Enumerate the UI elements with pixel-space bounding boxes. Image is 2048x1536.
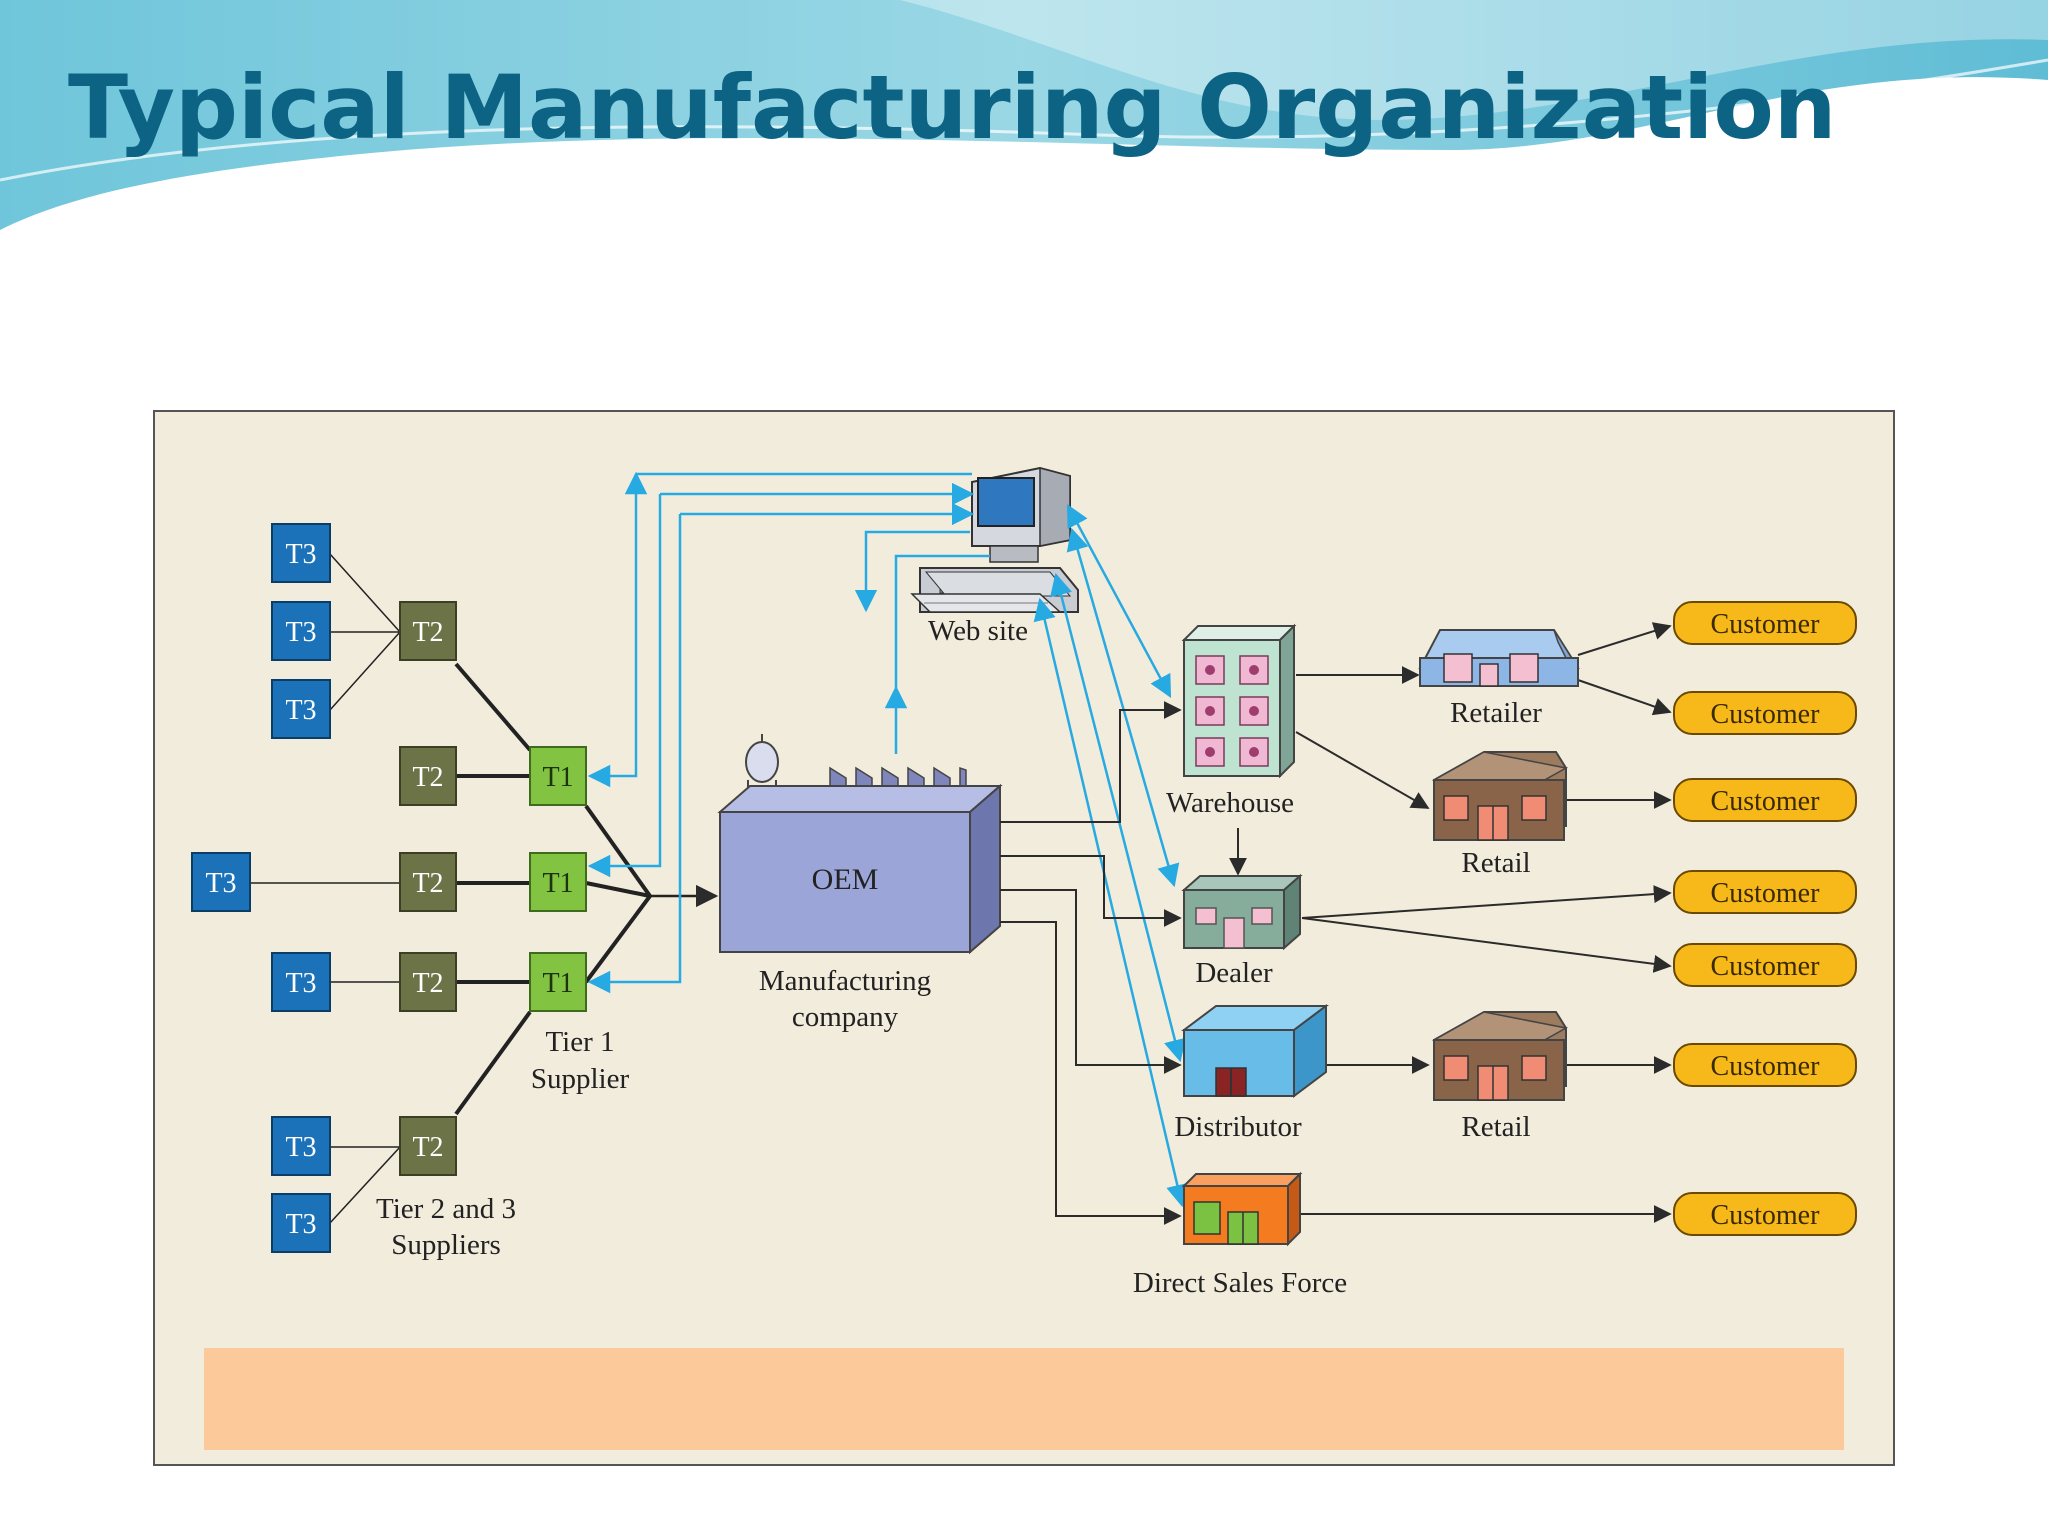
direct-sales-caption: Direct Sales Force: [1133, 1267, 1347, 1299]
customer-badge: Customer: [1673, 601, 1857, 645]
tier1-caption-line2: Supplier: [531, 1063, 630, 1095]
t2-box: T2: [399, 746, 457, 806]
t3-label: T3: [285, 1209, 316, 1240]
customer-label: Customer: [1711, 951, 1821, 982]
oem-caption-line2: company: [792, 1001, 899, 1033]
t1-label: T1: [542, 968, 573, 999]
oem-caption-line1: Manufacturing: [759, 965, 931, 997]
customer-badge: Customer: [1673, 778, 1857, 822]
t3-box: T3: [271, 601, 331, 661]
t2-box: T2: [399, 952, 457, 1012]
t2-label: T2: [412, 617, 443, 648]
t1-box: T1: [529, 746, 587, 806]
t3-label: T3: [285, 968, 316, 999]
t3-box: T3: [271, 952, 331, 1012]
distributor-icon: [1181, 1004, 1329, 1098]
t1-label: T1: [542, 868, 573, 899]
tier23-caption-line2: Suppliers: [391, 1229, 501, 1261]
distribution-links: [1000, 622, 1672, 1225]
t2-box: T2: [399, 852, 457, 912]
retail-store-icon: [1431, 751, 1569, 841]
dealer-icon: [1181, 873, 1303, 951]
retailer-icon: [1418, 629, 1580, 687]
direct-sales-icon: [1181, 1171, 1303, 1247]
t3-box: T3: [191, 852, 251, 912]
distributor-caption: Distributor: [1174, 1111, 1302, 1143]
supplier-links: [246, 553, 719, 1224]
customer-badge: Customer: [1673, 870, 1857, 914]
customers: Customer Customer Customer Customer Cust…: [1673, 601, 1857, 1236]
retail-store-icon: [1431, 1011, 1569, 1101]
t2-label: T2: [412, 968, 443, 999]
t3-label: T3: [285, 1132, 316, 1163]
dealer-caption: Dealer: [1195, 957, 1273, 989]
website-caption: Web site: [928, 615, 1028, 647]
tier2-suppliers: T2 T2 T2 T2 T2: [399, 601, 457, 1176]
web-links: [587, 471, 1189, 1208]
warehouse-caption: Warehouse: [1166, 787, 1294, 819]
t3-label: T3: [285, 695, 316, 726]
t3-box: T3: [271, 1193, 331, 1253]
header-wave: [0, 0, 2048, 230]
tier1-suppliers: T1 T1 T1: [529, 746, 587, 1012]
customer-label: Customer: [1711, 1051, 1821, 1082]
t3-label: T3: [205, 868, 236, 899]
customer-label: Customer: [1711, 786, 1821, 817]
t3-box: T3: [271, 679, 331, 739]
t1-label: T1: [542, 762, 573, 793]
t1-box: T1: [529, 952, 587, 1012]
oem-label: OEM: [812, 863, 879, 896]
t2-box: T2: [399, 1116, 457, 1176]
slide-title: Typical Manufacturing Organization: [68, 56, 1836, 159]
customer-label: Customer: [1711, 1200, 1821, 1231]
t3-box: T3: [271, 1116, 331, 1176]
customer-badge: Customer: [1673, 1043, 1857, 1087]
keyboard: [910, 593, 1062, 613]
t3-label: T3: [285, 539, 316, 570]
tier23-caption-line1: Tier 2 and 3: [376, 1193, 516, 1225]
tier3-suppliers: T3 T3 T3 T3 T3 T3 T3: [191, 523, 331, 1253]
t2-label: T2: [412, 762, 443, 793]
customer-badge: Customer: [1673, 691, 1857, 735]
t2-box: T2: [399, 601, 457, 661]
caption-band: [204, 1348, 1844, 1450]
retail-caption-2: Retail: [1461, 1111, 1530, 1143]
warehouse-icon: [1181, 623, 1297, 779]
oem-factory: OEM: [717, 734, 1003, 955]
t3-label: T3: [285, 617, 316, 648]
customer-badge: Customer: [1673, 1192, 1857, 1236]
t2-label: T2: [412, 1132, 443, 1163]
retail-caption-1: Retail: [1461, 847, 1530, 879]
tier1-caption-line1: Tier 1: [545, 1026, 614, 1058]
retailer-caption: Retailer: [1450, 697, 1542, 729]
t1-box: T1: [529, 852, 587, 912]
customer-label: Customer: [1711, 609, 1821, 640]
customer-badge: Customer: [1673, 943, 1857, 987]
customer-label: Customer: [1711, 699, 1821, 730]
t3-box: T3: [271, 523, 331, 583]
customer-label: Customer: [1711, 878, 1821, 909]
t2-label: T2: [412, 868, 443, 899]
